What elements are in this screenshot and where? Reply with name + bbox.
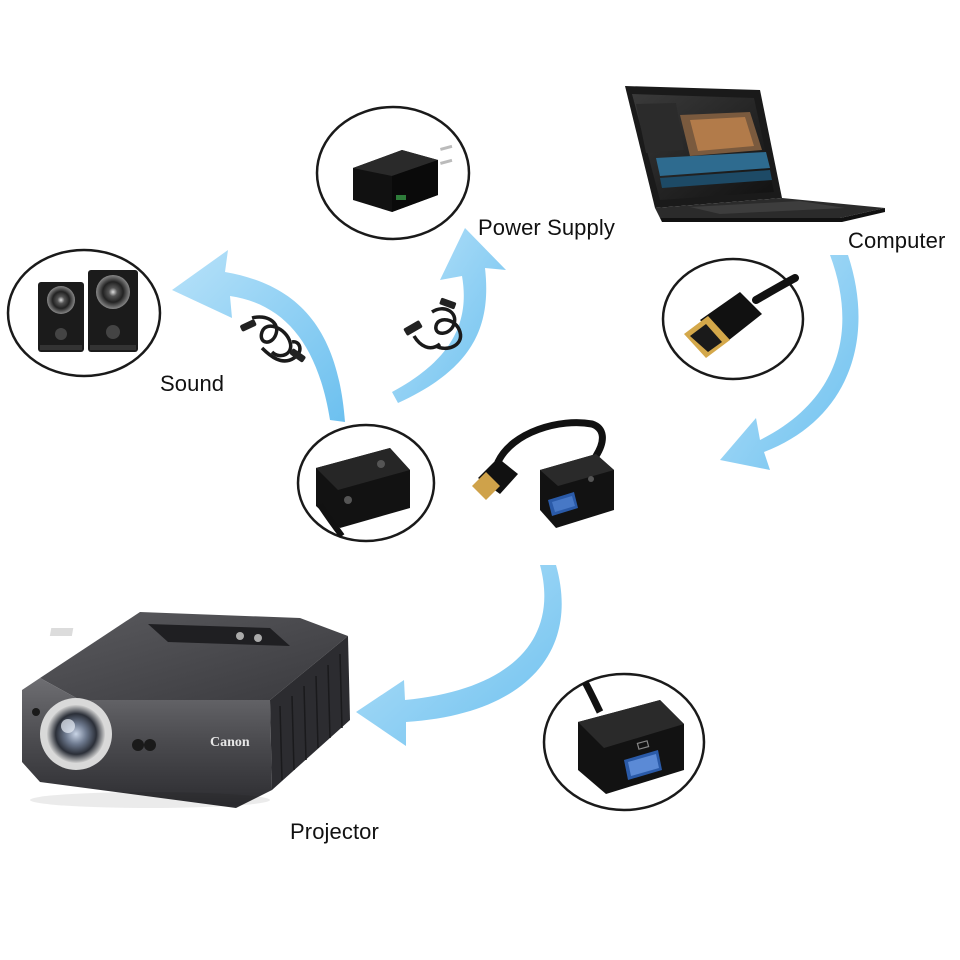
arrow-to-sound bbox=[172, 250, 345, 422]
projector-label: Projector bbox=[290, 819, 379, 844]
hdmi-plug-circle bbox=[661, 257, 805, 381]
sound-circle bbox=[6, 248, 162, 378]
hdmi-vga-adapter-icon bbox=[472, 419, 614, 528]
speakers-icon bbox=[38, 270, 138, 352]
arrow-to-power-supply bbox=[392, 228, 506, 403]
power-adapter-icon bbox=[353, 144, 453, 212]
adapter-audio-port-icon bbox=[316, 448, 410, 538]
laptop-icon bbox=[625, 86, 885, 222]
vga-port-circle bbox=[542, 672, 706, 812]
adapter-back-circle bbox=[296, 423, 436, 543]
power-supply-label: Power Supply bbox=[478, 215, 615, 240]
hdmi-plug-icon bbox=[684, 274, 799, 358]
power-supply-circle bbox=[315, 105, 471, 241]
sound-label: Sound bbox=[160, 371, 225, 396]
computer-label: Computer bbox=[848, 228, 946, 253]
usb-cable-icon bbox=[403, 297, 463, 351]
projector-brand-text: Canon bbox=[210, 735, 250, 750]
audio-cable-icon bbox=[240, 315, 306, 363]
arrow-from-computer bbox=[720, 255, 859, 470]
arrow-to-projector bbox=[356, 565, 562, 746]
vga-port-icon bbox=[578, 680, 684, 794]
projector-icon: Canon bbox=[22, 612, 350, 808]
